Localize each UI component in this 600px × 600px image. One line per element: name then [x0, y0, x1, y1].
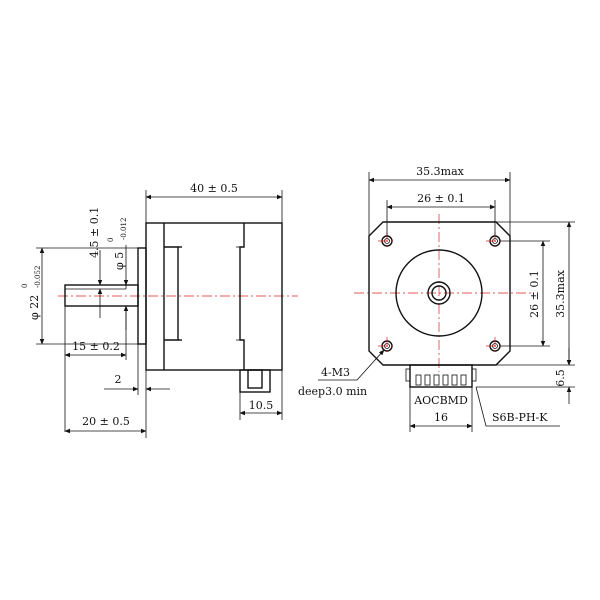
dim-connector-width-label: 10.5 — [249, 399, 274, 412]
dim-connector-pitch: 16 — [409, 387, 473, 432]
dim-boss-length: 2 — [104, 344, 170, 395]
shaft-circle-outer — [427, 281, 451, 305]
connector-side — [239, 369, 271, 393]
side-view: 40 ± 0.5 15 ± 0.2 2 20 ± 0.5 — [21, 182, 298, 438]
dim-shaft-diameter: φ 5 0 -0.012 — [107, 218, 129, 330]
motor-body-side — [145, 222, 283, 371]
shaft-side — [64, 284, 139, 307]
dim-hole-spacing-vertical-label: 26 ± 0.1 — [528, 270, 541, 318]
boss-diameter-lower: -0.052 — [34, 266, 42, 288]
dim-shaft-length: 20 ± 0.5 — [64, 395, 147, 438]
dim-boss-length-label: 2 — [115, 373, 122, 386]
dim-flat-length-label: 15 ± 0.2 — [72, 340, 120, 353]
connector-type-label: S6B-PH-K — [492, 411, 548, 424]
motor-face — [368, 221, 511, 366]
shaft-diameter-lower: -0.012 — [120, 218, 128, 240]
dim-hole-spacing-vertical: 26 ± 0.1 — [500, 240, 550, 347]
dim-connector-offset: 6.5 — [476, 348, 575, 404]
boss-circle — [395, 249, 483, 337]
dim-overall-width-label: 35.3max — [416, 165, 464, 178]
dim-body-length-label: 40 ± 0.5 — [190, 182, 238, 195]
shaft-circle-inner — [431, 285, 447, 301]
connector-front — [405, 364, 477, 388]
dim-flat-length: 15 ± 0.2 — [64, 306, 127, 432]
connector-type-callout: S6B-PH-K — [475, 386, 560, 427]
boss-diameter-upper: 0 — [21, 284, 29, 288]
dim-flat-depth: 4.5 ± 0.1 — [65, 207, 103, 318]
dim-shaft-length-label: 20 ± 0.5 — [82, 415, 130, 428]
mounting-hole-callout: 4-M3 deep3.0 min — [298, 349, 385, 398]
dim-body-length: 40 ± 0.5 — [145, 182, 283, 223]
dim-overall-width: 35.3max — [368, 165, 511, 236]
dim-flat-depth-label: 4.5 ± 0.1 — [88, 207, 101, 258]
dim-connector-pitch-label: 16 — [434, 411, 448, 424]
dim-overall-height-label: 35.3max — [554, 269, 567, 317]
dim-hole-spacing-horizontal: 26 ± 0.1 — [386, 192, 496, 236]
dim-connector-offset-label: 6.5 — [554, 369, 567, 387]
mounting-hole-depth-label: deep3.0 min — [298, 385, 367, 398]
shaft-diameter-upper: 0 — [107, 238, 115, 242]
connector-pin-labels: AOCBMD — [413, 394, 468, 407]
mounting-hole-thread-label: 4-M3 — [321, 366, 350, 379]
dim-overall-height: 35.3max — [496, 221, 575, 366]
dim-hole-spacing-horizontal-label: 26 ± 0.1 — [417, 192, 465, 205]
front-view: 35.3max 26 ± 0.1 26 ± 0.1 35.3max — [298, 165, 575, 432]
dim-connector-width: 10.5 — [239, 370, 283, 420]
dim-shaft-diameter-label: φ 5 — [113, 252, 126, 270]
boss-diameter-main: φ 22 — [28, 295, 41, 320]
shaft-diameter-main: φ 5 — [113, 252, 126, 270]
dim-boss-diameter: φ 22 0 -0.052 — [21, 247, 138, 345]
